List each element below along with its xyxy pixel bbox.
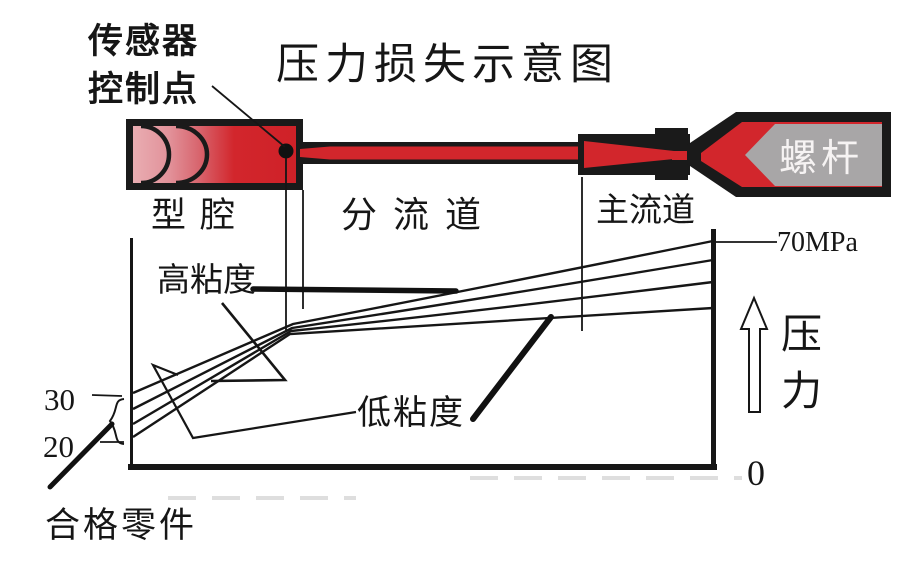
cavity-label: 型腔 (151, 196, 250, 235)
pressure-curves (132, 239, 714, 439)
curve-high-viscosity (132, 239, 714, 395)
max-pressure-label: 70MPa (777, 227, 858, 258)
pressure-up-arrow-icon (739, 295, 769, 413)
qualified-parts-label: 合格零件 (45, 506, 198, 545)
low-viscosity-label: 低粘度 (357, 395, 465, 432)
chart-frame (128, 229, 717, 470)
faint-artifacts (168, 476, 742, 500)
thick-pointers (47, 286, 554, 490)
range-brace (108, 398, 125, 445)
runner-channel (300, 142, 586, 164)
high-viscosity-arrow-outline (210, 302, 288, 383)
curve-mid-a (132, 258, 714, 411)
sensor-control-point-label: 传感器 控制点 (88, 22, 200, 110)
high-viscosity-pointer (250, 286, 459, 294)
sensor-point-dot (278, 143, 294, 159)
cavity-shape (126, 119, 303, 190)
curve-mid-b (132, 280, 714, 426)
high-viscosity-label: 高粘度 (157, 263, 256, 299)
zero-label: 0 (747, 453, 765, 493)
barrel (687, 112, 891, 197)
screw-tip (745, 124, 882, 186)
sensor-leader-line (211, 85, 286, 148)
pressure-axis-label: 压 力 (781, 311, 822, 415)
tick-label-20: 20 (43, 429, 74, 464)
screw-label: 螺杆 (779, 138, 864, 180)
flow-front-arc-1 (140, 123, 172, 186)
low-viscosity-thin-pointer (150, 362, 357, 440)
sprue-block (578, 128, 704, 180)
page-title: 压力损失示意图 (276, 42, 619, 89)
flow-front-arc-2 (175, 123, 210, 186)
low-viscosity-pointer (470, 314, 554, 422)
tick-30 (91, 394, 123, 397)
curve-low-viscosity (132, 306, 714, 439)
sprue-label: 主流道 (596, 193, 695, 229)
runner-label: 分流道 (341, 195, 498, 235)
qualified-parts-pointer (47, 421, 115, 490)
tick-label-30: 30 (44, 382, 75, 417)
leader-lines (91, 85, 777, 445)
